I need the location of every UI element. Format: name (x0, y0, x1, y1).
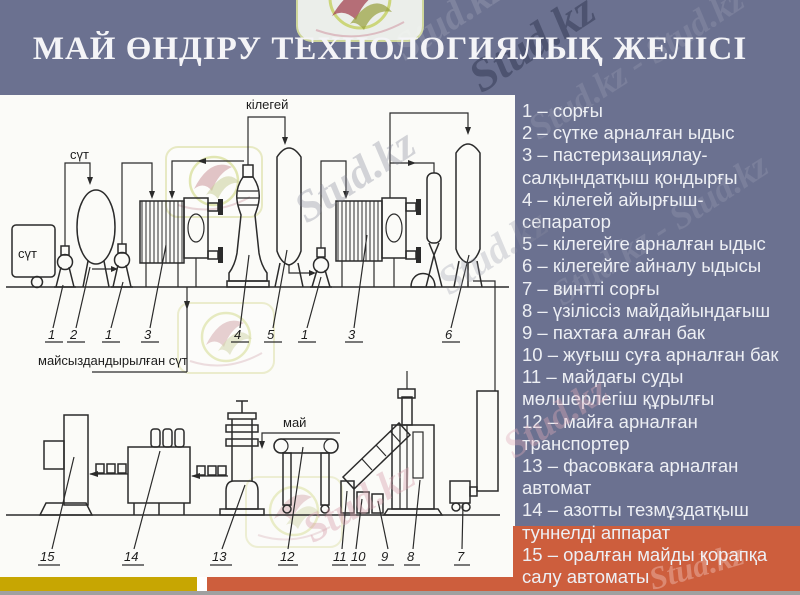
svg-text:1: 1 (105, 327, 112, 342)
pasteurizer-unit (335, 197, 421, 287)
bottom-callouts: 15 14 13 12 11 10 9 8 7 (38, 446, 470, 566)
milk-pipe-label: сүт (70, 147, 89, 162)
legend-line: 10 – жуғыш суға арналған бак (522, 344, 779, 366)
svg-text:9: 9 (381, 549, 388, 564)
legend-line: 13 – фасовкаға арналған (522, 455, 739, 476)
svg-text:10: 10 (351, 549, 366, 564)
svg-text:4: 4 (234, 327, 241, 342)
svg-text:7: 7 (457, 549, 465, 564)
svg-text:12: 12 (280, 549, 295, 564)
cream-pipe: кілегей (246, 97, 288, 165)
svg-text:1: 1 (301, 327, 308, 342)
svg-text:6: 6 (445, 327, 453, 342)
footer-bar-orange (207, 577, 800, 591)
legend-line: 4 – кілегей айырғыш- (522, 188, 704, 210)
legend-line: 15 – оралған майды қорапқа (522, 543, 768, 565)
milk-truck: сүт (11, 224, 56, 289)
legend-line: мөлшерлегіш құрылғы (522, 388, 715, 410)
pump-icon (310, 247, 332, 288)
milk-vessel (76, 189, 116, 288)
legend-line: салу автоматы (522, 565, 650, 587)
pipe (320, 160, 347, 248)
cream-label: кілегей (246, 97, 288, 112)
legend-line: 1 – сорғы (522, 100, 603, 121)
pipe-to-bottom (473, 280, 496, 391)
legend-line: 8 – үзіліссіз майдайындағыш (522, 299, 771, 321)
legend-line: 7 – винтті сорғы (522, 277, 660, 299)
inclined-conveyor (341, 421, 412, 491)
cream-return-pipe (169, 158, 244, 199)
legend-line: 6 – кілегейге айналу ыдысы (522, 255, 762, 277)
milk-pipe: сүт (64, 147, 93, 246)
butter-conveyor (273, 438, 339, 514)
legend-line: транспортер (522, 432, 630, 454)
water-dosing-device (340, 480, 355, 514)
buttermilk-tank (371, 493, 384, 514)
svg-text:3: 3 (348, 327, 356, 342)
pipe (121, 162, 153, 244)
legend-line: 5 – кілегейге арналған ыдыс (522, 233, 766, 255)
top-callouts: 1 2 1 3 4 5 1 3 6 (45, 234, 470, 343)
pasteurizer-unit (139, 197, 223, 287)
screw-pump (449, 480, 478, 512)
pump-icon (54, 245, 76, 288)
conveyor (191, 465, 228, 479)
footer-bar-gray (0, 591, 800, 595)
conveyor (89, 463, 128, 477)
legend-line: сепаратор (522, 210, 611, 232)
svg-text:2: 2 (69, 327, 78, 342)
ripening-vessel (453, 143, 483, 288)
svg-text:8: 8 (407, 549, 415, 564)
pump-icon (410, 272, 436, 288)
legend-line: туннелді аппарат (522, 521, 671, 543)
stud-kz-logo-watermark (176, 301, 276, 375)
svg-text:11: 11 (333, 549, 347, 564)
column-vessel (410, 172, 443, 288)
process-diagram: сүт сүт (6, 97, 509, 566)
legend-line: 14 – азотты тезмұздатқыш (522, 499, 749, 521)
legend-line: 12 – майға арналған (522, 410, 698, 432)
butter-maker (382, 371, 444, 516)
butter-pipe: май (259, 415, 340, 449)
svg-text:15: 15 (40, 549, 55, 564)
pipe (288, 265, 310, 274)
footer-bar-yellow (0, 577, 197, 591)
box-packing-machine (38, 414, 94, 516)
milk-truck-label: сүт (18, 246, 37, 261)
legend-line: автомат (522, 477, 592, 499)
separator (226, 164, 270, 288)
freezing-tunnel (127, 428, 191, 515)
svg-text:5: 5 (267, 327, 275, 342)
legend-line: 9 – пахтаға алған бак (522, 321, 705, 343)
pipe (389, 112, 471, 198)
svg-text:1: 1 (48, 327, 55, 342)
butter-label: май (283, 415, 306, 430)
legend-line: 2 – сүтке арналған ыдыс (522, 122, 735, 144)
cream-vessel (274, 147, 304, 288)
pump-icon (111, 243, 133, 288)
legend-line: 3 – пастеризациялау- (522, 144, 708, 166)
svg-text:3: 3 (144, 327, 152, 342)
svg-text:14: 14 (124, 549, 138, 564)
skim-milk-outlet: майсыздандырылған сүт (38, 287, 190, 373)
svg-text:13: 13 (212, 549, 227, 564)
legend-line: 11 – майдағы суды (522, 366, 684, 388)
legend-line: салқындатқыш қондырғы (522, 166, 738, 188)
feed-column (476, 390, 499, 492)
wrapping-machine (219, 400, 265, 516)
stud-kz-logo (296, 0, 424, 42)
slide-title: МАЙ ӨНДІРУ ТЕХНОЛОГИЯЛЫҚ ЖЕЛІСІ (32, 31, 748, 67)
skim-milk-label: майсыздандырылған сүт (38, 353, 188, 368)
diagram-panel: сүт сүт (0, 95, 515, 577)
wash-water-tank (356, 491, 370, 514)
